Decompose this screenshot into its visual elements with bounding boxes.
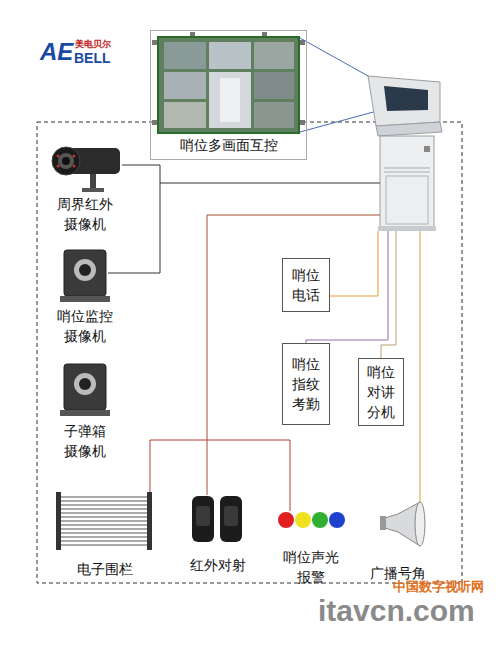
node-caption: 子弹箱 摄像机: [45, 421, 125, 461]
logo-text: 美电贝尔: [75, 40, 111, 49]
camera-device: 哨位监控 摄像机: [40, 242, 130, 346]
node-caption: 哨位 对讲 分机: [360, 362, 402, 422]
beam-device: 红外对射: [178, 490, 258, 579]
node-caption: 哨位声光 报警: [271, 547, 351, 587]
kiosk-terminal: [368, 76, 442, 231]
box-camera: [60, 250, 110, 302]
system-boundary: [37, 122, 462, 583]
watermark: 中国数字视听网: [393, 580, 484, 593]
video-wire: [108, 165, 380, 273]
fence-device: 电子围栏: [50, 486, 160, 581]
logo-text: AE: [40, 40, 73, 64]
ir-bullet-camera: [52, 147, 120, 192]
ir-beam-detector: [192, 496, 242, 542]
node-caption: 红外对射: [190, 555, 246, 575]
alarm-wire: [150, 215, 380, 511]
device-box: 哨位 对讲 分机: [358, 358, 404, 426]
node-caption: 周界红外 摄像机: [45, 194, 125, 234]
node-caption: 哨位多画面互控: [180, 135, 278, 155]
node-caption: 哨位 指纹 考勤: [284, 354, 328, 414]
camera-device: 子弹箱 摄像机: [40, 358, 130, 461]
intercom-wire: [381, 231, 396, 358]
node-caption: 哨位监控 摄像机: [45, 306, 125, 346]
watermark: itavcn.com: [318, 596, 475, 626]
alarm-lights: [278, 512, 345, 528]
box-camera: [60, 364, 110, 416]
electronic-fence: [56, 492, 152, 550]
alarm-device: 哨位声光 报警: [266, 505, 356, 587]
device-box: 哨位 指纹 考勤: [282, 343, 330, 425]
logo-text: BELL: [74, 51, 111, 65]
horn-device: 广播号角: [360, 495, 435, 585]
device-box: 哨位 电话: [282, 258, 330, 312]
multi-screen-illustration: [152, 32, 305, 133]
camera-device: 周界红外 摄像机: [40, 138, 130, 234]
horn-speaker: [380, 502, 425, 546]
broadcast-wire: [420, 231, 421, 502]
monitor-frame: 哨位多画面互控: [150, 30, 307, 160]
phone-wire: [330, 231, 378, 296]
node-caption: 哨位 电话: [284, 265, 328, 305]
node-caption: 电子围栏: [77, 559, 133, 579]
